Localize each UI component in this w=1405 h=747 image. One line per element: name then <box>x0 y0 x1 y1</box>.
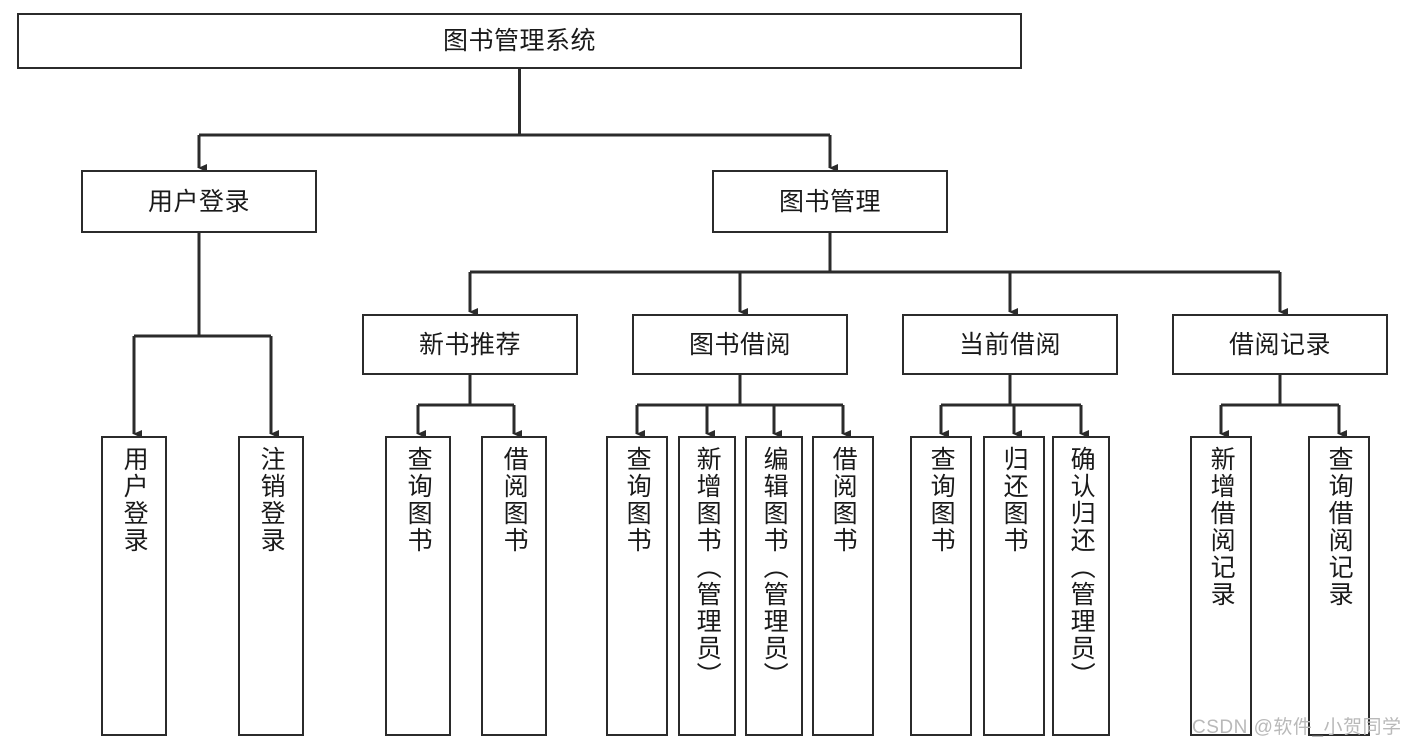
node-label-leaf-logout: 注销登录 <box>257 446 286 554</box>
node-current-borrow[interactable]: 当前借阅 <box>902 314 1118 375</box>
node-leaf-borrow-book-1[interactable]: 借阅图书 <box>481 436 547 736</box>
node-leaf-confirm-return[interactable]: 确认归还（管理员） <box>1052 436 1110 736</box>
node-leaf-query-book-2[interactable]: 查询图书 <box>606 436 668 736</box>
node-label-book-manage: 图书管理 <box>778 187 881 216</box>
node-label-leaf-add-book: 新增图书（管理员） <box>693 446 722 689</box>
node-label-leaf-confirm-return: 确认归还（管理员） <box>1067 446 1096 689</box>
node-leaf-query-record[interactable]: 查询借阅记录 <box>1308 436 1370 736</box>
node-label-user-login: 用户登录 <box>147 187 250 216</box>
node-label-leaf-edit-book: 编辑图书（管理员） <box>760 446 789 689</box>
node-label-leaf-query-record: 查询借阅记录 <box>1325 446 1354 608</box>
node-user-login[interactable]: 用户登录 <box>81 170 317 233</box>
node-label-current-borrow: 当前借阅 <box>958 330 1061 359</box>
node-leaf-add-book[interactable]: 新增图书（管理员） <box>678 436 736 736</box>
node-leaf-query-book-1[interactable]: 查询图书 <box>385 436 451 736</box>
node-leaf-logout[interactable]: 注销登录 <box>238 436 304 736</box>
node-root[interactable]: 图书管理系统 <box>17 13 1022 69</box>
node-leaf-add-record[interactable]: 新增借阅记录 <box>1190 436 1252 736</box>
node-label-leaf-return-book: 归还图书 <box>1000 446 1029 554</box>
node-leaf-edit-book[interactable]: 编辑图书（管理员） <box>745 436 803 736</box>
node-label-leaf-borrow-book-2: 借阅图书 <box>829 446 858 554</box>
node-book-borrow[interactable]: 图书借阅 <box>632 314 848 375</box>
node-leaf-borrow-book-2[interactable]: 借阅图书 <box>812 436 874 736</box>
node-new-book-rec[interactable]: 新书推荐 <box>362 314 578 375</box>
node-book-manage[interactable]: 图书管理 <box>712 170 948 233</box>
node-label-new-book-rec: 新书推荐 <box>418 330 521 359</box>
tree-connectors <box>132 69 1347 438</box>
node-label-book-borrow: 图书借阅 <box>688 330 791 359</box>
node-label-leaf-add-record: 新增借阅记录 <box>1207 446 1236 608</box>
node-label-leaf-borrow-book-1: 借阅图书 <box>500 446 529 554</box>
node-label-borrow-record: 借阅记录 <box>1228 330 1331 359</box>
node-leaf-user-login[interactable]: 用户登录 <box>101 436 167 736</box>
node-label-leaf-query-book-2: 查询图书 <box>623 446 652 554</box>
node-label-leaf-query-book-3: 查询图书 <box>927 446 956 554</box>
node-leaf-return-book[interactable]: 归还图书 <box>983 436 1045 736</box>
node-label-leaf-user-login: 用户登录 <box>120 446 149 554</box>
node-leaf-query-book-3[interactable]: 查询图书 <box>910 436 972 736</box>
node-label-leaf-query-book-1: 查询图书 <box>404 446 433 554</box>
node-label-root: 图书管理系统 <box>442 27 596 55</box>
csdn-watermark: CSDN @软件_小贺同学 <box>1192 717 1402 738</box>
node-borrow-record[interactable]: 借阅记录 <box>1172 314 1388 375</box>
